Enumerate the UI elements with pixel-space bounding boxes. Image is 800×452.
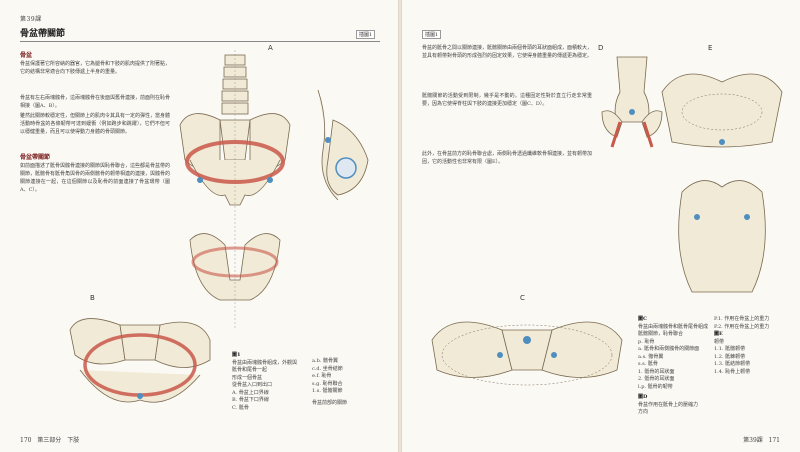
caption-line: 形成一個骨盆: [232, 374, 263, 381]
legend-line: 1.1. 骶髂韌帶: [714, 346, 746, 352]
legend-line: e.f. 恥骨: [312, 373, 332, 379]
paragraph-pelvis-2: 骨盆有左右兩塊髖骨，這兩塊髖骨在後面與舊骨連接，前面則在恥骨相接（圖A、B）。: [20, 95, 171, 109]
figure-letter-d: D: [598, 44, 604, 52]
caption-line: 從骨盆入口到出口: [232, 382, 273, 388]
legend-line: 1.4. 恥骨上韌帶: [714, 368, 751, 375]
caption-line: 骨盆由兩塊髖骨組成，外觀與: [232, 359, 298, 366]
figure-caption-1-legend: a.b. 髂骨翼 c.d. 坐骨結節 e.f. 恥骨 s.g. 恥骨聯合 1.s…: [312, 358, 382, 407]
pelvis-ligaments-illustration: [661, 73, 783, 293]
figure-letter-c: C: [520, 294, 525, 302]
paragraph-right-1: 骨盆的骶骨之間以關節連接，骶髂關節由兩個骨頭的耳狀面組成，面積較大，並具有韌帶對…: [422, 45, 593, 59]
paragraph-pelvis-3: 雖然此關節較穩定性，但關節上的肌肉令其具有一定的彈性，當身體活動時骨盆的各條韌帶…: [20, 113, 171, 135]
figure-letter-b: B: [90, 294, 95, 302]
paragraph-right-3: 此外，在骨盆前方的恥骨聯合處，兩側恥骨透過纖維軟骨相連接，並有韌帶加固，它的活動…: [422, 151, 593, 165]
figure-caption-c: 圖C 骨盆由兩塊髖骨和骶骨尾骨組成 骶髂關節，恥骨聯合 p. 恥骨 a. 骶骨和…: [638, 316, 708, 417]
left-page: 第39課 骨盆帶關節 插圖1 骨盆 骨盆保護著它所容納的器官，它為腿骨和下肢的肌…: [0, 0, 399, 452]
legend-line: a.b. 髂骨翼: [312, 358, 338, 364]
caption-line: 骨盆由兩塊髖骨和骶骨尾骨組成: [638, 323, 709, 330]
paragraph-joints-1: 如前面描述了骶骨與髖骨連接的關節與恥骨聯合，這些都是骨盆帶的關節，骶髂骨有骶骨角…: [20, 163, 171, 193]
page-number-left: 170 第三部分 下肢: [20, 435, 79, 444]
caption-line: 1. 骶骨的耳狀面: [638, 368, 675, 375]
paragraph-right-2: 骶髂關節的活動受到限制，幾乎是不動的。這種固定性對於直立行走非常重要，因為它使得…: [422, 93, 592, 107]
figure-caption-c-legend: P.1. 作用在骨盆上的重力 P.2. 作用在骨盆上的重力 圖E 韌帶 1.1.…: [714, 316, 786, 376]
figure-caption-1: 圖1 骨盆由兩塊髖骨組成，外觀與 骶骨和尾骨一起 形成一個骨盆 從骨盆入口到出口…: [232, 352, 307, 412]
caption-line: l.p. 骶骨的韌帶: [638, 383, 673, 390]
sacrum-force-illustration: [601, 56, 663, 148]
section-heading-joints: 骨盆帶關節: [20, 154, 51, 161]
caption-line: 骨盆作用在骶骨上的壓縮力: [638, 401, 699, 408]
legend-line: 1.s. 骶髂關節: [312, 388, 343, 394]
legend-line: 1.3. 骶結節韌帶: [714, 361, 751, 367]
caption-line: A. 骨盆上口界線: [232, 389, 269, 396]
figure-reference-left: 插圖1: [356, 30, 376, 39]
figure-reference-right: 插圖1: [422, 30, 442, 39]
pelvis-lateral-illustration: [317, 89, 369, 201]
pelvis-superior-illustration: [431, 321, 623, 386]
paragraph-pelvis-1: 骨盆保護著它所容納的器官，它為腿骨和下肢的肌肉提供了附著點，它的結構非常適合向下…: [20, 61, 171, 75]
caption-line: a.s. 髂骨翼: [638, 353, 664, 360]
caption-line: B. 骨盆下口界線: [232, 397, 269, 403]
pelvis-anterior-illustration: [179, 50, 291, 330]
caption-heading-d: 圖D: [638, 394, 648, 400]
caption-heading-c: 圖C: [638, 316, 647, 322]
legend-line: c.d. 坐骨結節: [312, 365, 343, 372]
caption-line: s.s. 骶骨: [638, 361, 658, 367]
chapter-tag: 第39課: [20, 16, 42, 23]
legend-line: P.1. 作用在骨盆上的重力: [714, 316, 770, 322]
running-foot: 第39課: [743, 437, 763, 444]
legend-heading: 圖E: [714, 331, 723, 337]
caption-line: p. 恥骨: [638, 338, 655, 345]
legend-line: P.2. 作用在骨盆上的重力: [714, 323, 770, 330]
right-page: 插圖1 骨盆的骶骨之間以關節連接，骶髂關節由兩個骨頭的耳狀面組成，面積較大，並具…: [402, 0, 800, 452]
legend-line: 韌帶: [714, 338, 725, 345]
folio-number: 170: [20, 437, 32, 444]
caption-line: 骶骨和尾骨一起: [232, 367, 268, 373]
caption-line: a. 骶骨和兩側髖骨的關節面: [638, 346, 700, 352]
page-number-right: 第39課 171: [743, 435, 780, 444]
chapter-title: 骨盆帶關節: [20, 26, 380, 42]
caption-line: 2. 骶骨的耳狀面: [638, 376, 675, 382]
caption-line: 骶髂關節，恥骨聯合: [638, 331, 684, 337]
figure-letter-a: A: [268, 44, 273, 52]
running-foot: 第三部分 下肢: [37, 437, 80, 444]
book-gutter: [398, 0, 402, 452]
pelvis-oblique-illustration: [69, 318, 211, 403]
legend-line: 1.2. 骶棘韌帶: [714, 353, 746, 360]
legend-note: 骨盆前部的關節: [312, 399, 348, 406]
caption-line: C. 骶骨: [232, 404, 249, 411]
legend-line: s.g. 恥骨聯合: [312, 380, 343, 387]
folio-number: 171: [768, 437, 780, 444]
figure-letter-e: E: [708, 44, 713, 52]
section-heading-pelvis: 骨盆: [20, 52, 33, 59]
caption-heading: 圖1: [232, 352, 241, 358]
caption-line: 方向: [638, 409, 649, 415]
